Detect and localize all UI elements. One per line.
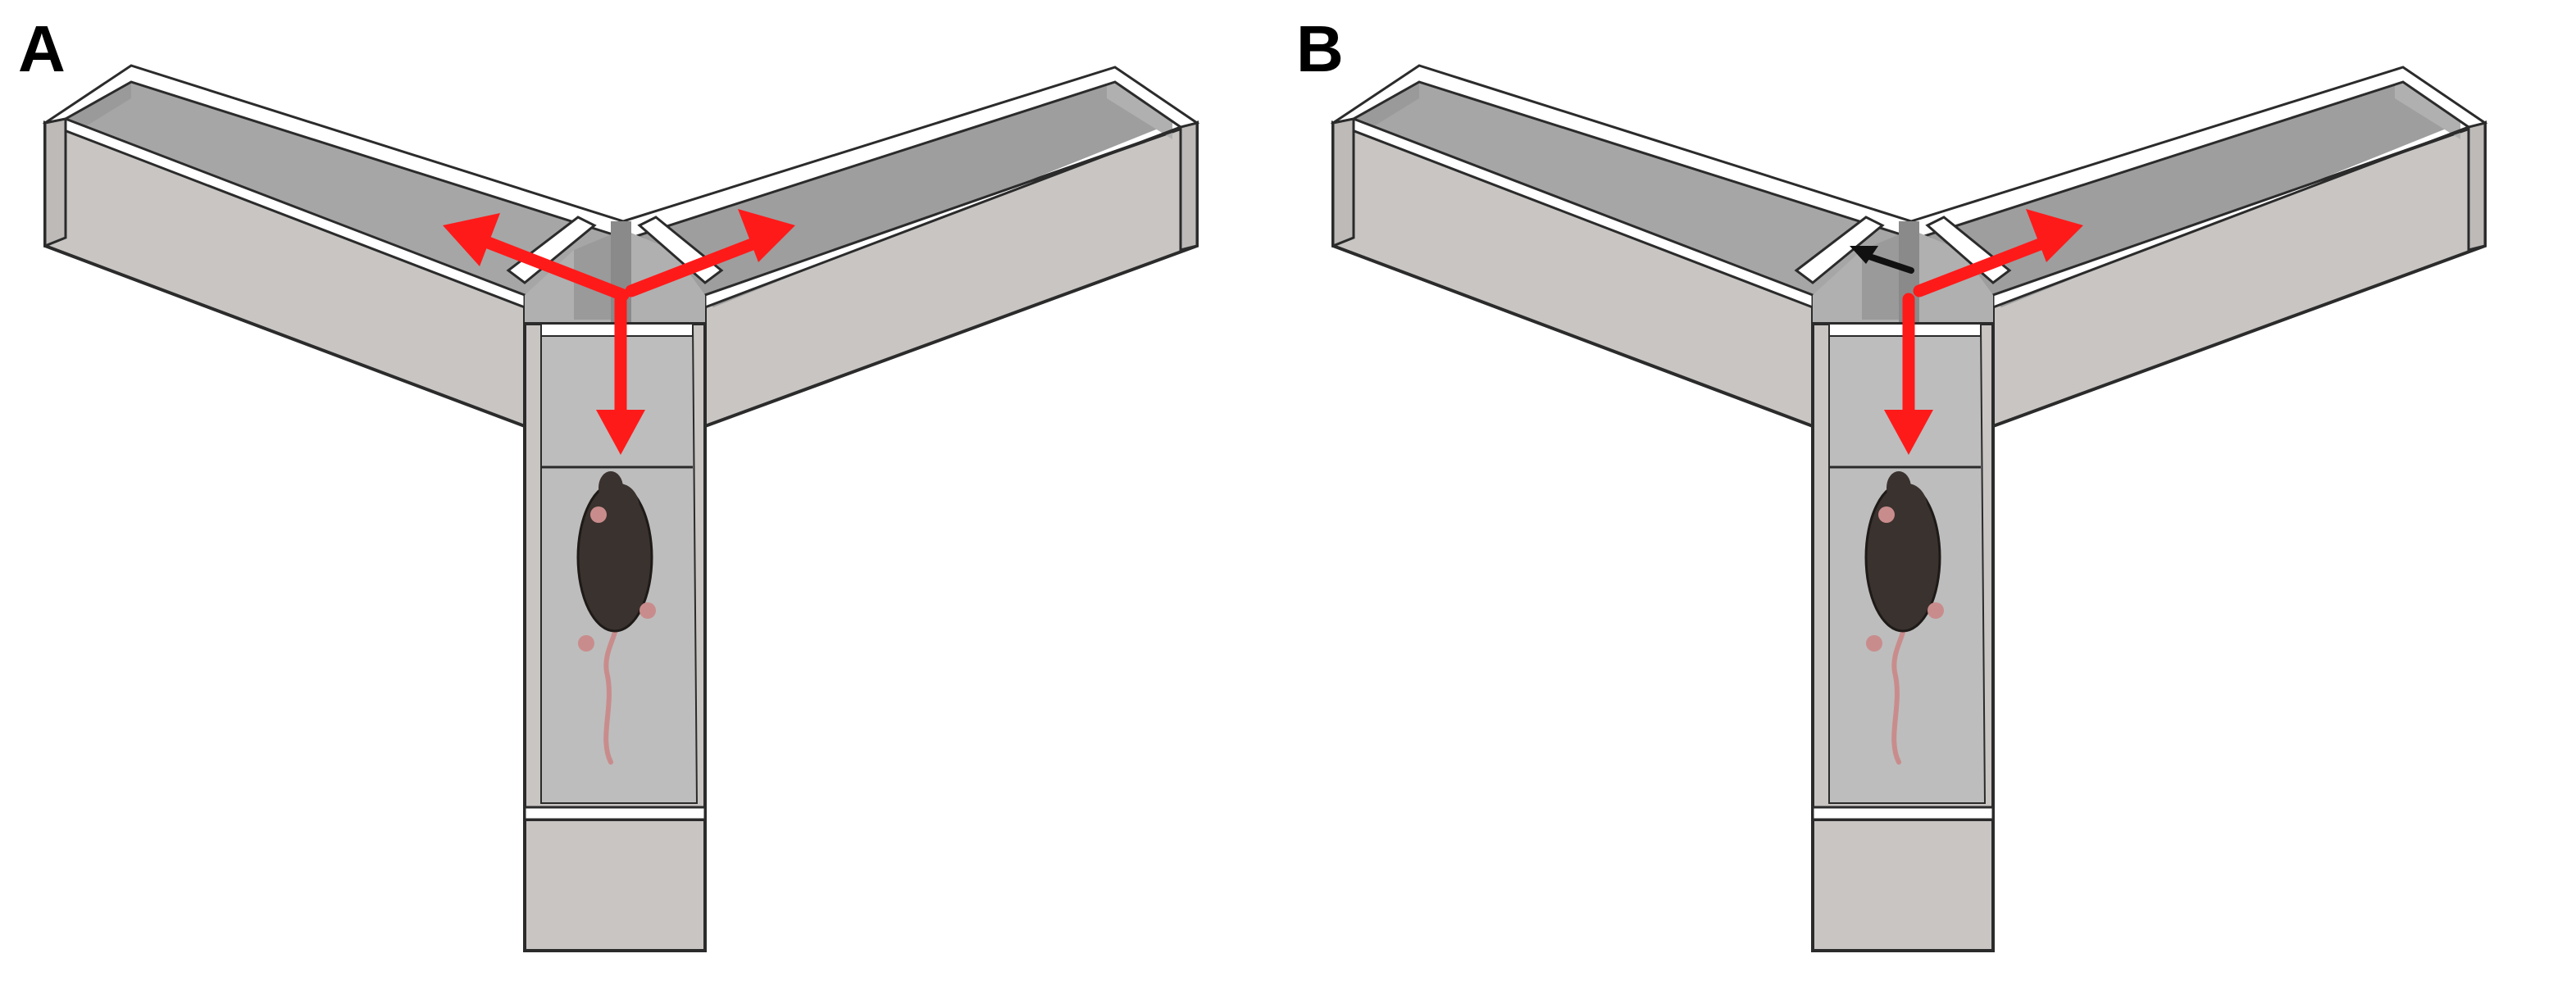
right-arm <box>1909 66 2488 429</box>
left-arm <box>42 64 625 429</box>
panel-b: B <box>1288 0 2576 999</box>
arrow-down <box>1884 293 1933 455</box>
arrow-left <box>443 213 630 302</box>
y-maze-a <box>42 64 1200 952</box>
left-arm <box>1330 64 1913 429</box>
y-maze-b <box>1330 64 2488 952</box>
arrow-right <box>625 209 795 297</box>
panel-a: A <box>18 12 1200 952</box>
mouse <box>1864 471 1944 765</box>
arrow-left-black <box>1850 246 1914 274</box>
center-junction <box>1794 216 2012 324</box>
arrow-right <box>1913 209 2083 297</box>
arrow-down <box>596 293 645 455</box>
right-arm <box>621 66 1200 429</box>
mouse <box>576 471 656 765</box>
panel-label-a: A <box>18 12 66 85</box>
panel-label-b: B <box>1296 12 1344 85</box>
